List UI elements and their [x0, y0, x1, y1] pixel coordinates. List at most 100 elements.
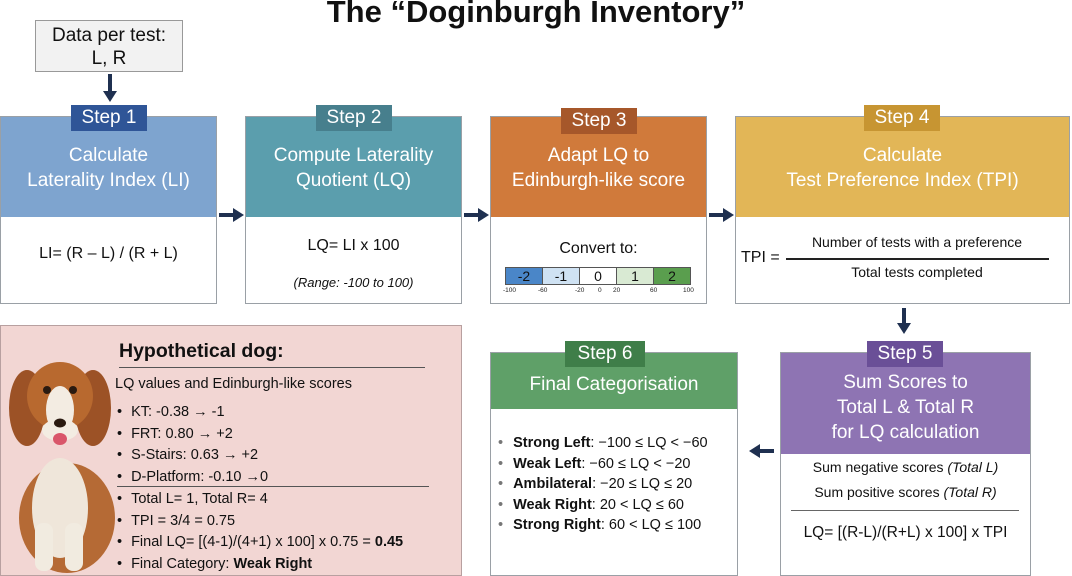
step-1-header: Calculate Laterality Index (LI)	[1, 117, 216, 217]
totals-item: •Total L= 1, Total R= 4	[117, 491, 268, 507]
scale-tick: -60	[538, 287, 548, 294]
left-arrow-icon	[749, 444, 774, 458]
step-1-badge: Step 1	[71, 105, 147, 131]
lq-formula: LQ= LI x 100	[307, 237, 400, 254]
dog-subheading: LQ values and Edinburgh-like scores	[115, 376, 352, 392]
bullet: •	[117, 512, 123, 529]
scale-cell-plus2: 2	[653, 267, 691, 285]
bullet: •	[498, 435, 504, 451]
step-4-badge: Step 4	[864, 105, 940, 131]
li-formula: LI= (R – L) / (R + L)	[39, 245, 178, 262]
dog-photo-icon	[9, 362, 115, 573]
divider	[117, 486, 429, 487]
scale-cell-minus1: -1	[542, 267, 580, 285]
tpi-denominator: Total tests completed	[851, 264, 983, 280]
step-5-title-2: Total L & Total R	[836, 397, 975, 418]
score-item: •KT: -0.38 → -1	[117, 404, 225, 420]
dog-heading: Hypothetical dog:	[119, 340, 284, 362]
score-item: •D-Platform: -0.10 →0	[117, 468, 269, 485]
bullet: •	[498, 455, 504, 472]
sum-negative-text: Sum negative scores	[812, 459, 948, 475]
category-list: •Strong Left: −100 ≤ LQ < −60 •Weak Left…	[498, 433, 708, 536]
bullet: •	[117, 447, 123, 463]
step-3-card: Adapt LQ to Edinburgh-like score Convert…	[490, 116, 707, 304]
step-5-header: Sum Scores to Total L & Total R for LQ c…	[781, 353, 1030, 454]
fraction-line	[786, 258, 1049, 260]
lq-range-note: (Range: -100 to 100)	[293, 275, 414, 290]
step-2-title-2: Quotient (LQ)	[295, 170, 412, 191]
score-list: •KT: -0.38 → -1 •FRT: 0.80 → +2 •S-Stair…	[117, 402, 268, 488]
step-1-title-2: Laterality Index (LI)	[27, 170, 190, 191]
scale-tick: 20	[613, 287, 621, 294]
step-3-title-1: Adapt LQ to	[547, 145, 650, 166]
tpi-numerator: Number of tests with a preference	[811, 234, 1023, 250]
final-lq-formula: LQ= [(R-L)/(R+L) x 100] x TPI	[803, 524, 1008, 541]
step-4-title-2: Test Preference Index (TPI)	[786, 170, 1019, 191]
total-l-note: (Total L)	[947, 459, 999, 475]
scale-cell-minus2: -2	[505, 267, 543, 285]
edinburgh-scale: -2 -1 0 1 2 -100 -60 -20 0 20 60 100	[503, 267, 694, 297]
scale-tick: -20	[575, 287, 585, 294]
step-1-card: Calculate Laterality Index (LI) LI= (R –…	[0, 116, 217, 304]
step-3-title-2: Edinburgh-like score	[511, 170, 686, 191]
bullet: •	[117, 404, 123, 420]
result-list: •Total L= 1, Total R= 4 •TPI = 3/4 = 0.7…	[117, 489, 403, 575]
right-arrow-icon	[709, 208, 734, 222]
hypothetical-dog-panel: Hypothetical dog: LQ values and Edinburg…	[0, 325, 462, 576]
diagram-title: The “Doginburgh Inventory”	[326, 0, 746, 29]
step-2-header: Compute Laterality Quotient (LQ)	[246, 117, 461, 217]
sum-positive-line: Sum positive scores (Total R)	[781, 484, 1030, 500]
final-lq-value: 0.45	[374, 534, 404, 550]
bullet: •	[117, 491, 123, 507]
scale-cell-plus1: 1	[616, 267, 654, 285]
sum-negative-line: Sum negative scores (Total L)	[781, 459, 1030, 475]
bullet: •	[498, 517, 504, 533]
input-line-1: Data per test:	[51, 25, 167, 46]
scale-tick: 0	[598, 287, 602, 294]
step-5-badge: Step 5	[867, 341, 943, 367]
final-lq-item: •Final LQ= [(4-1)/(4+1) x 100] x 0.75 = …	[117, 534, 404, 550]
scale-tick: -100	[503, 287, 517, 294]
step-4-title-1: Calculate	[862, 145, 943, 166]
score-item: •FRT: 0.80 → +2	[117, 425, 233, 442]
step-6-card: Final Categorisation •Strong Left: −100 …	[490, 352, 738, 576]
step-5-title-1: Sum Scores to	[843, 372, 968, 393]
category-item: •Strong Left: −100 ≤ LQ < −60	[498, 435, 708, 451]
scale-tick: 100	[683, 287, 694, 294]
step-5-title-3: for LQ calculation	[831, 422, 980, 443]
sum-positive-text: Sum positive scores	[814, 484, 944, 500]
category-item: •Weak Right: 20 < LQ ≤ 60	[498, 496, 684, 513]
tpi-lhs: TPI =	[741, 249, 780, 266]
category-item: •Strong Right: 60 < LQ ≤ 100	[498, 517, 702, 533]
bullet: •	[117, 534, 123, 550]
down-arrow-icon	[897, 308, 911, 334]
step-5-card: Sum Scores to Total L & Total R for LQ c…	[780, 352, 1031, 576]
category-item: •Weak Left: −60 ≤ LQ < −20	[498, 455, 691, 472]
step-2-title-1: Compute Laterality	[273, 145, 434, 166]
input-data-box: Data per test: L, R	[35, 20, 183, 72]
step-4-card: Calculate Test Preference Index (TPI) TP…	[735, 116, 1070, 304]
bullet: •	[117, 468, 123, 485]
down-arrow-icon	[103, 74, 117, 102]
step-6-badge: Step 6	[565, 341, 645, 367]
divider	[791, 510, 1019, 511]
bullet: •	[117, 425, 123, 442]
step-4-header: Calculate Test Preference Index (TPI)	[736, 117, 1069, 217]
input-line-2: L, R	[91, 48, 127, 69]
scale-tick: 60	[650, 287, 658, 294]
divider	[119, 367, 425, 368]
final-category-value: Weak Right	[233, 555, 313, 572]
step-3-badge: Step 3	[561, 108, 637, 134]
score-item: •S-Stairs: 0.63 → +2	[117, 447, 259, 463]
step-2-card: Compute Laterality Quotient (LQ) LQ= LI …	[245, 116, 462, 304]
bullet: •	[498, 496, 504, 513]
final-category-item: •Final Category: Weak Right	[117, 555, 313, 572]
convert-label: Convert to:	[559, 240, 638, 257]
scale-cell-zero: 0	[579, 267, 617, 285]
tpi-item: •TPI = 3/4 = 0.75	[117, 512, 236, 529]
step-6-title: Final Categorisation	[529, 374, 699, 395]
category-item: •Ambilateral: −20 ≤ LQ ≤ 20	[498, 476, 693, 492]
bullet: •	[117, 555, 123, 572]
bullet: •	[498, 476, 504, 492]
step-2-badge: Step 2	[316, 105, 392, 131]
